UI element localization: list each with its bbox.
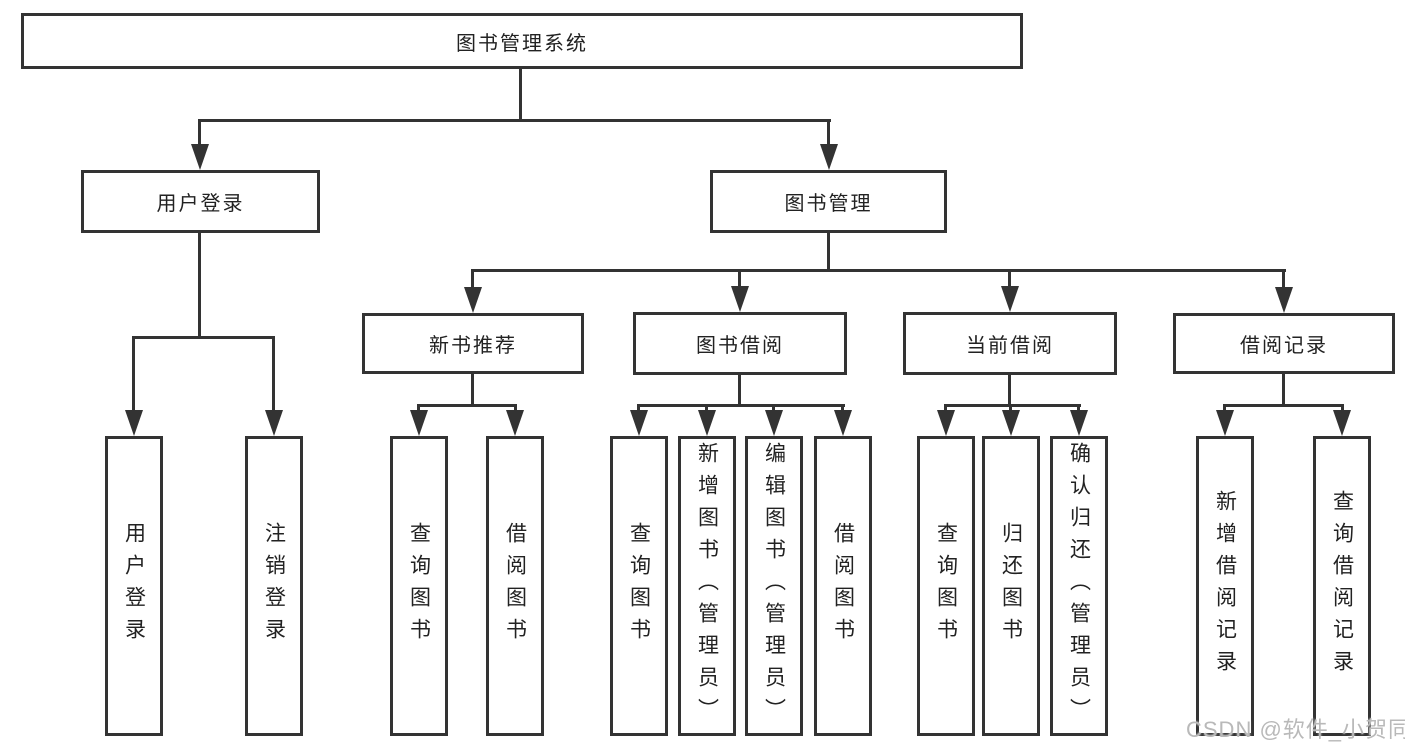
leaf-cb-query-books-label: 查询图书 <box>934 522 958 650</box>
node-new-book-recommend: 新书推荐 <box>362 313 584 374</box>
connector-user-login-branch <box>132 336 275 339</box>
leaf-rec-query-books-label: 查询图书 <box>407 522 431 650</box>
node-root-label: 图书管理系统 <box>456 32 588 55</box>
connector-book-borrow-stem <box>738 375 741 407</box>
leaf-cb-query-books: 查询图书 <box>917 436 975 736</box>
leaf-cb-confirm-return: 确认归还（管理员） <box>1050 436 1108 736</box>
connector-to-rec-query-stem <box>417 404 420 414</box>
connector-book-mgmt-branch <box>471 269 1286 272</box>
leaf-rec-borrow-books-label: 借阅图书 <box>503 522 527 650</box>
connector-current-borrow-branch <box>944 404 1081 407</box>
leaf-br-query-record: 查询借阅记录 <box>1313 436 1371 736</box>
arrow-down-icon-cb-return <box>1002 410 1020 436</box>
connector-to-bb-add-stem <box>705 404 708 414</box>
node-book-borrow: 图书借阅 <box>633 312 847 375</box>
connector-to-book-borrow-stem <box>738 269 741 289</box>
connector-to-bb-borrow-stem <box>841 404 844 414</box>
leaf-br-query-record-label: 查询借阅记录 <box>1330 490 1354 682</box>
node-book-management: 图书管理 <box>710 170 947 233</box>
arrow-down-icon-book-mgmt <box>820 144 838 170</box>
node-new-book-recommend-label: 新书推荐 <box>429 335 517 357</box>
connector-to-cb-confirm-stem <box>1077 404 1080 414</box>
arrow-down-icon-user-login <box>191 144 209 170</box>
node-root: 图书管理系统 <box>21 13 1023 69</box>
leaf-rec-query-books: 查询图书 <box>390 436 448 736</box>
arrow-down-icon-borrow-records <box>1275 287 1293 313</box>
connector-user-login-stem <box>198 232 201 339</box>
connector-current-borrow-stem <box>1008 375 1011 407</box>
arrow-down-icon-rec-borrow <box>506 410 524 436</box>
leaf-bb-edit-books: 编辑图书（管理员） <box>745 436 803 736</box>
connector-root-branch <box>198 119 831 122</box>
connector-to-bb-query-stem <box>637 404 640 414</box>
leaf-user-login-label: 用户登录 <box>122 522 146 650</box>
arrow-down-icon-bb-edit <box>765 410 783 436</box>
connector-to-user-login-stem <box>198 119 201 149</box>
connector-new-book-rec-branch <box>417 404 517 407</box>
arrow-down-icon-br-query <box>1333 410 1351 436</box>
connector-to-br-add-stem <box>1223 404 1226 414</box>
node-user-login-label: 用户登录 <box>156 193 245 215</box>
leaf-br-add-record-label: 新增借阅记录 <box>1213 490 1237 682</box>
leaf-cb-return-books-label: 归还图书 <box>999 522 1023 650</box>
connector-book-mgmt-stem <box>827 233 830 271</box>
connector-book-borrow-branch <box>637 404 845 407</box>
connector-borrow-records-branch <box>1223 404 1344 407</box>
connector-to-cb-query-stem <box>944 404 947 414</box>
connector-new-book-rec-stem <box>471 374 474 407</box>
connector-to-login-leaf-stem <box>132 336 135 414</box>
leaf-cb-return-books: 归还图书 <box>982 436 1040 736</box>
arrow-down-icon-bb-add <box>698 410 716 436</box>
leaf-bb-add-books: 新增图书（管理员） <box>678 436 736 736</box>
connector-borrow-records-stem <box>1282 374 1285 407</box>
connector-root-stem <box>519 68 522 121</box>
leaf-bb-query-books-label: 查询图书 <box>627 522 651 650</box>
node-book-management-label: 图书管理 <box>784 193 873 215</box>
arrow-down-icon-login-leaf <box>125 410 143 436</box>
connector-to-bb-edit-stem <box>772 404 775 414</box>
leaf-logout-label: 注销登录 <box>262 522 286 650</box>
node-current-borrow-label: 当前借阅 <box>966 335 1054 357</box>
connector-to-br-query-stem <box>1341 404 1344 414</box>
node-user-login: 用户登录 <box>81 170 320 233</box>
arrow-down-icon-br-add <box>1216 410 1234 436</box>
leaf-bb-edit-books-label: 编辑图书（管理员） <box>762 442 786 730</box>
arrow-down-icon-rec-query <box>410 410 428 436</box>
node-borrow-records: 借阅记录 <box>1173 313 1395 374</box>
csdn-watermark: CSDN @软件_小贺同学 <box>1186 717 1405 742</box>
connector-to-rec-borrow-stem <box>514 404 517 414</box>
leaf-bb-add-books-label: 新增图书（管理员） <box>695 442 719 730</box>
leaf-logout: 注销登录 <box>245 436 303 736</box>
leaf-bb-query-books: 查询图书 <box>610 436 668 736</box>
arrow-down-icon-book-borrow <box>731 286 749 312</box>
node-current-borrow: 当前借阅 <box>903 312 1117 375</box>
arrow-down-icon-cb-confirm <box>1070 410 1088 436</box>
arrow-down-icon-new-book-rec <box>464 287 482 313</box>
connector-to-cb-return-stem <box>1009 404 1012 414</box>
leaf-br-add-record: 新增借阅记录 <box>1196 436 1254 736</box>
leaf-cb-confirm-return-label: 确认归还（管理员） <box>1067 442 1091 730</box>
leaf-bb-borrow-books-label: 借阅图书 <box>831 522 855 650</box>
node-borrow-records-label: 借阅记录 <box>1240 335 1328 357</box>
leaf-bb-borrow-books: 借阅图书 <box>814 436 872 736</box>
connector-to-book-mgmt-stem <box>827 119 830 149</box>
arrow-down-icon-logout-leaf <box>265 410 283 436</box>
leaf-rec-borrow-books: 借阅图书 <box>486 436 544 736</box>
connector-to-borrow-records-stem <box>1282 269 1285 289</box>
node-book-borrow-label: 图书借阅 <box>696 335 784 357</box>
connector-to-logout-leaf-stem <box>272 336 275 414</box>
connector-to-current-borrow-stem <box>1008 269 1011 289</box>
leaf-user-login: 用户登录 <box>105 436 163 736</box>
arrow-down-icon-bb-borrow <box>834 410 852 436</box>
arrow-down-icon-cb-query <box>937 410 955 436</box>
connector-to-new-book-rec-stem <box>471 269 474 289</box>
arrow-down-icon-bb-query <box>630 410 648 436</box>
arrow-down-icon-current-borrow <box>1001 286 1019 312</box>
